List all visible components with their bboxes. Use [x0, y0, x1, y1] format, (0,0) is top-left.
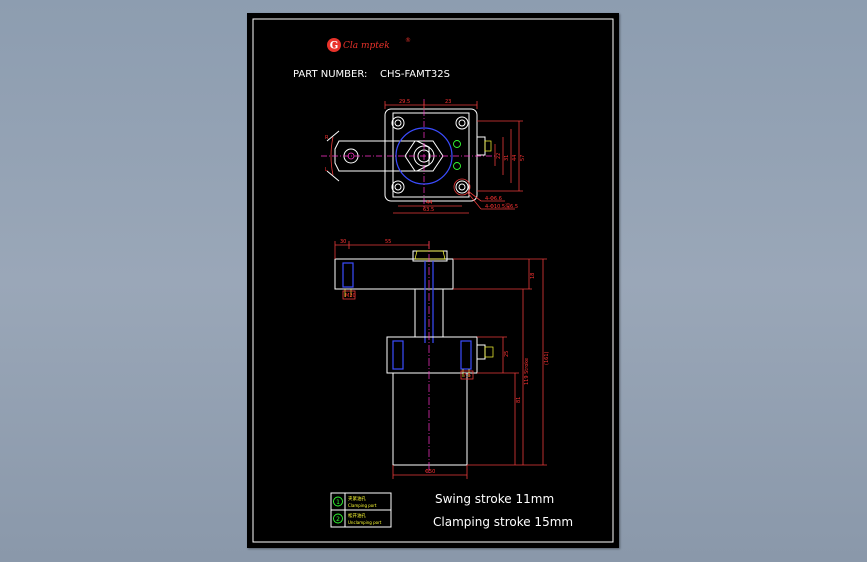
swing-stroke-text: Swing stroke 11mm	[435, 492, 554, 506]
dim-stroke-height: 119 Stroke	[524, 358, 530, 385]
hole-note-2: 4-Φ10.5深6.5	[485, 203, 518, 210]
dim-arm-height: 18	[530, 273, 536, 279]
clamping-stroke-text: Clamping stroke 15mm	[433, 515, 573, 529]
legend-marker-2: 2	[336, 516, 340, 523]
dim-port-width: 7.5	[463, 373, 471, 379]
dim-bottom-1: 44	[426, 200, 432, 206]
direction-l: L	[325, 167, 328, 173]
brand-name: Cla mptek	[343, 41, 390, 51]
top-view: R L 29.5 23 44 63.5 22 31 44 57	[321, 99, 526, 214]
legend-marker-1: 1	[336, 499, 340, 506]
registered-mark: ®	[405, 37, 411, 44]
dim-right-3: 44	[512, 155, 518, 161]
front-view: 30 55 M20 18 (161) 119 Stroke 81 25 7.5	[334, 239, 550, 479]
dim-front-2: 55	[385, 239, 391, 245]
dim-top-1: 29.5	[399, 99, 410, 105]
hole-note-1: 4-Φ6.6	[485, 196, 502, 202]
drawing-sheet: G Cla mptek ® PART NUMBER: CHS-FAMT32S	[247, 13, 619, 548]
dim-front-1: 30	[340, 239, 346, 245]
dim-bottom-2: 63.5	[423, 207, 434, 213]
legend-cn-1: 夹紧油孔	[348, 495, 366, 502]
dim-screw: M20	[345, 293, 356, 299]
sheet-border	[252, 18, 614, 543]
logo-letter: G	[330, 41, 339, 52]
dim-port-height: 25	[504, 351, 510, 357]
direction-r: R	[325, 135, 329, 141]
legend-cn-2: 松开油孔	[348, 512, 366, 519]
part-number-value: CHS-FAMT32S	[380, 69, 450, 80]
dim-total-height: (161)	[544, 352, 550, 365]
dim-bore: Φ50	[425, 469, 435, 475]
part-number-label: PART NUMBER:	[293, 69, 367, 80]
legend-en-1: Clamping port	[348, 503, 377, 508]
legend-en-2: Unclamping port	[348, 520, 382, 525]
dim-top-2: 23	[445, 99, 451, 105]
dim-right-4: 57	[520, 155, 526, 161]
clamptek-logo: G Cla mptek ®	[327, 37, 411, 52]
dim-right-1: 22	[496, 153, 502, 159]
dim-body-height: 81	[516, 397, 522, 403]
dim-right-2: 31	[504, 155, 510, 161]
port-legend: 1 2 夹紧油孔 Clamping port 松开油孔 Unclamping p…	[330, 492, 392, 528]
technical-drawing: G Cla mptek ® PART NUMBER: CHS-FAMT32S	[252, 18, 614, 543]
